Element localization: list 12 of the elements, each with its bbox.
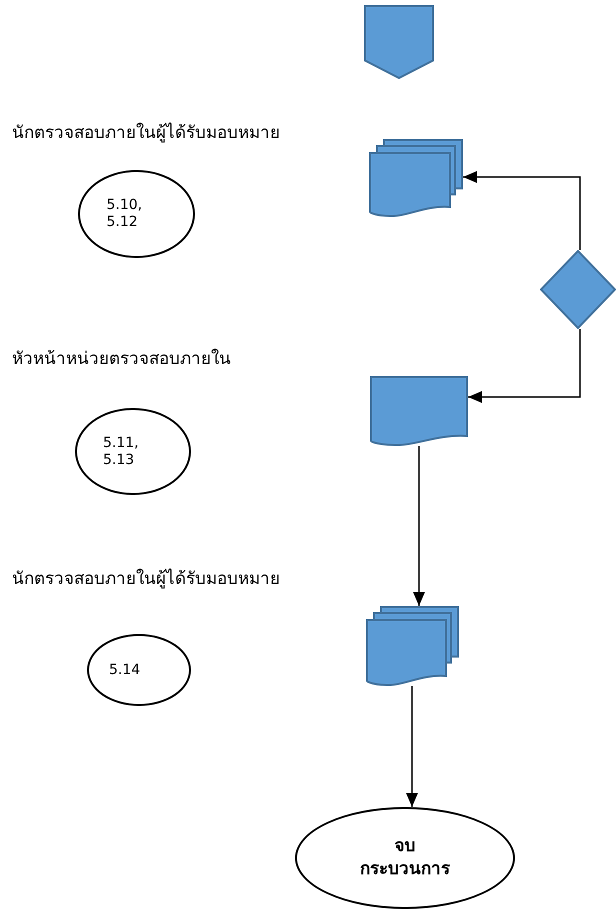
- arrow: [413, 446, 425, 606]
- terminator-text: จบ: [394, 835, 416, 858]
- step-ellipse: 5.14: [87, 634, 191, 706]
- arrow: [406, 686, 418, 807]
- terminator-text: กระบวนการ: [360, 858, 450, 881]
- step-ellipse: 5.11, 5.13: [75, 408, 191, 495]
- role-label: นักตรวจสอบภายในผู้ได้รับมอบหมาย: [12, 122, 280, 145]
- arrow: [468, 329, 581, 403]
- arrow: [463, 171, 581, 250]
- role-label: นักตรวจสอบภายในผู้ได้รับมอบหมาย: [12, 568, 280, 591]
- role-label: หัวหน้าหน่วยตรวจสอบภายใน: [12, 348, 231, 371]
- step-ellipse: 5.10, 5.12: [78, 170, 195, 258]
